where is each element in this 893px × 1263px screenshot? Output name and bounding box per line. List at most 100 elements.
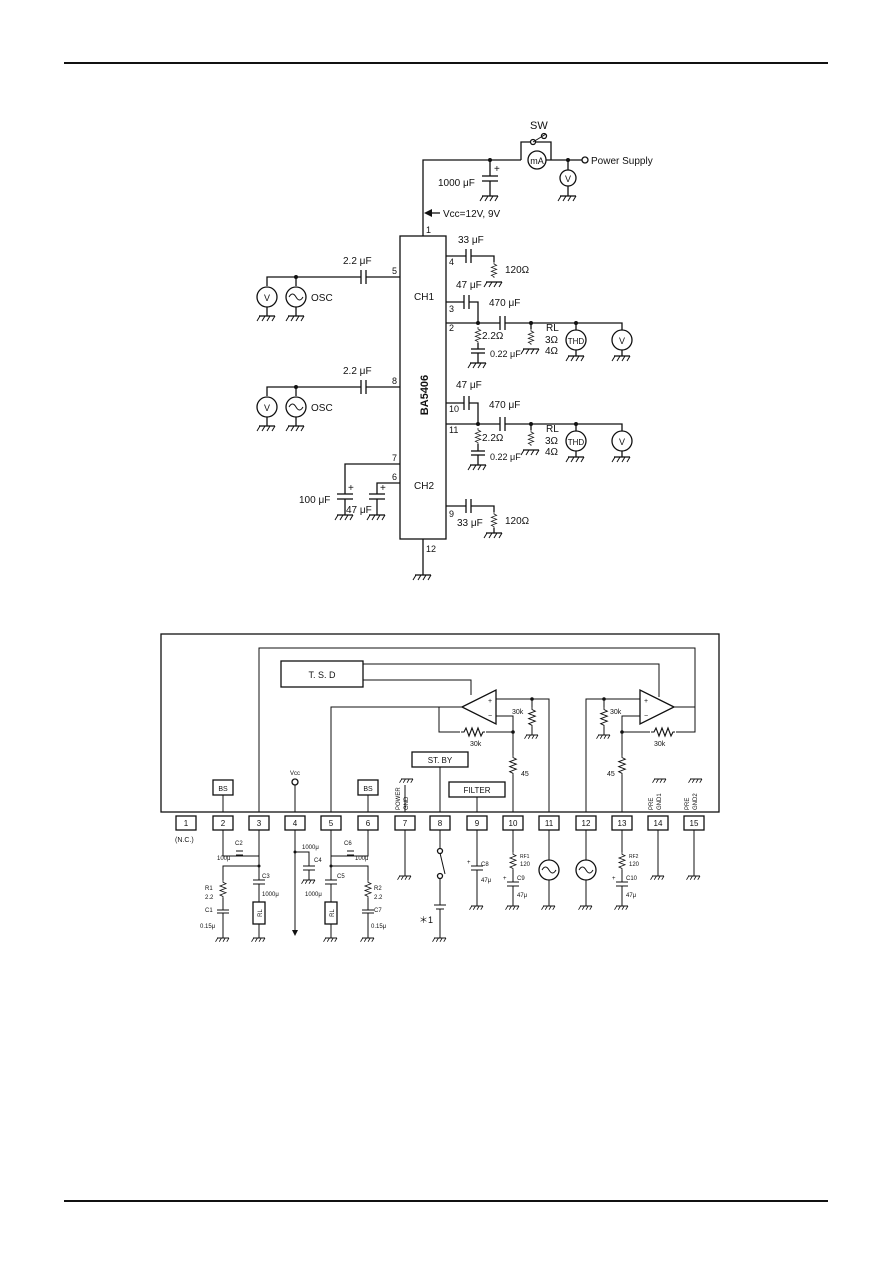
svg-text:8: 8 <box>392 376 397 386</box>
svg-text:OSC: OSC <box>311 403 333 414</box>
power-supply-label: Power Supply <box>591 156 653 167</box>
svg-text:V: V <box>264 403 270 413</box>
svg-text:PRE: PRE <box>649 798 655 810</box>
svg-text:+: + <box>503 876 507 882</box>
svg-text:+: + <box>612 876 616 882</box>
svg-text:11: 11 <box>545 819 554 828</box>
svg-text:4: 4 <box>293 819 298 828</box>
svg-text:FILTER: FILTER <box>464 786 491 795</box>
svg-text:+: + <box>467 860 471 866</box>
svg-text:1000μ: 1000μ <box>262 892 279 898</box>
svg-text:−: − <box>488 713 492 720</box>
svg-text:2.2 μF: 2.2 μF <box>343 366 372 377</box>
svg-text:4Ω: 4Ω <box>545 346 559 357</box>
ic-name: BA5406 <box>419 375 431 415</box>
svg-text:30k: 30k <box>610 709 622 716</box>
svg-text:C5: C5 <box>337 874 345 880</box>
svg-text:RF2: RF2 <box>629 854 639 860</box>
svg-text:47μ: 47μ <box>481 878 492 884</box>
svg-text:2.2: 2.2 <box>374 895 383 901</box>
svg-text:V: V <box>565 174 571 184</box>
cap-supply-label: 1000 μF <box>438 178 475 189</box>
svg-text:47 μF: 47 μF <box>346 505 372 516</box>
ch2-label: CH2 <box>414 481 434 492</box>
svg-text:BS: BS <box>363 786 373 793</box>
svg-text:4Ω: 4Ω <box>545 447 559 458</box>
header-rule <box>64 62 828 64</box>
svg-text:OSC: OSC <box>311 293 333 304</box>
svg-text:6: 6 <box>366 819 371 828</box>
ammeter-label: mA <box>530 156 544 166</box>
svg-text:THD: THD <box>568 438 585 447</box>
svg-text:BS: BS <box>218 786 228 793</box>
svg-text:14: 14 <box>654 819 663 828</box>
test-circuit-diagram: BA5406 CH1 CH2 SW mA Power Supply V + 10… <box>256 120 653 581</box>
svg-text:2.2: 2.2 <box>205 895 214 901</box>
svg-text:V: V <box>264 293 270 303</box>
svg-text:C9: C9 <box>517 876 525 882</box>
svg-text:100 μF: 100 μF <box>299 495 330 506</box>
svg-text:470 μF: 470 μF <box>489 298 520 309</box>
svg-text:47μ: 47μ <box>626 893 637 899</box>
svg-text:+: + <box>488 698 492 705</box>
svg-text:9: 9 <box>449 509 454 519</box>
svg-text:5: 5 <box>392 266 397 276</box>
svg-text:1: 1 <box>184 819 189 828</box>
svg-text:33 μF: 33 μF <box>458 235 484 246</box>
svg-text:1000μ: 1000μ <box>302 845 319 851</box>
svg-text:47 μF: 47 μF <box>456 280 482 291</box>
svg-text:47μ: 47μ <box>517 893 528 899</box>
svg-text:0.22 μF: 0.22 μF <box>490 452 521 462</box>
svg-text:GND: GND <box>404 796 410 810</box>
svg-text:7: 7 <box>403 819 408 828</box>
svg-text:100μ: 100μ <box>217 856 231 862</box>
svg-text:3Ω: 3Ω <box>545 436 559 447</box>
svg-text:1000μ: 1000μ <box>305 892 322 898</box>
svg-text:12: 12 <box>426 544 436 554</box>
svg-text:GND1: GND1 <box>657 793 663 810</box>
svg-text:C10: C10 <box>626 876 638 882</box>
amp-ch2 <box>639 688 676 726</box>
svg-text:THD: THD <box>568 337 585 346</box>
svg-text:C3: C3 <box>262 874 270 880</box>
svg-text:6: 6 <box>392 472 397 482</box>
svg-text:2.2 μF: 2.2 μF <box>343 256 372 267</box>
svg-text:5: 5 <box>329 819 334 828</box>
svg-text:RL: RL <box>546 424 559 435</box>
svg-text:C4: C4 <box>314 858 322 864</box>
svg-text:RL: RL <box>546 323 559 334</box>
svg-text:PRE: PRE <box>685 798 691 810</box>
svg-text:C2: C2 <box>235 841 243 847</box>
sw-label: SW <box>530 120 548 132</box>
svg-text:0.15μ: 0.15μ <box>371 924 387 930</box>
svg-text:RL: RL <box>330 909 336 917</box>
svg-text:C1: C1 <box>205 908 213 914</box>
svg-text:470 μF: 470 μF <box>489 400 520 411</box>
svg-text:RL: RL <box>258 909 264 917</box>
svg-text:−: − <box>644 713 648 720</box>
svg-text:100μ: 100μ <box>355 856 369 862</box>
svg-text:3Ω: 3Ω <box>545 335 559 346</box>
svg-text:1: 1 <box>426 225 431 235</box>
block-diagram: T. S. D + − 30k 30k 45 + − <box>160 633 720 943</box>
svg-text:12: 12 <box>582 819 591 828</box>
svg-text:V: V <box>619 336 625 346</box>
svg-text:30k: 30k <box>654 741 666 748</box>
pin-row: 1 2 3 4 5 6 7 8 9 10 11 12 13 14 15 (N.C… <box>175 815 705 844</box>
svg-text:120: 120 <box>629 862 640 868</box>
svg-text:V: V <box>619 437 625 447</box>
svg-text:GND2: GND2 <box>693 793 699 810</box>
vcc-label: Vcc=12V, 9V <box>443 209 501 220</box>
svg-text:120Ω: 120Ω <box>505 516 530 527</box>
svg-text:3: 3 <box>257 819 262 828</box>
svg-text:+: + <box>644 698 648 705</box>
svg-text:POWER: POWER <box>396 787 402 810</box>
svg-text:2.2Ω: 2.2Ω <box>482 433 504 444</box>
svg-text:C7: C7 <box>374 908 382 914</box>
svg-text:15: 15 <box>690 819 699 828</box>
svg-text:47 μF: 47 μF <box>456 380 482 391</box>
svg-text:9: 9 <box>475 819 480 828</box>
svg-text:0.15μ: 0.15μ <box>200 924 216 930</box>
footer-rule <box>64 1200 828 1202</box>
svg-text:C8: C8 <box>481 862 489 868</box>
